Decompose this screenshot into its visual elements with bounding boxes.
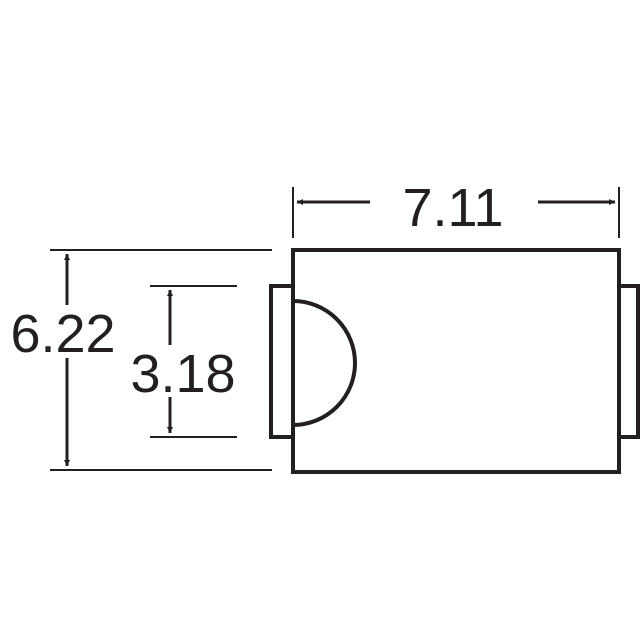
left-terminal: [269, 284, 295, 439]
package-body: [291, 248, 621, 474]
width-dimension-label: 7.11: [402, 178, 503, 238]
polarity-mark: [292, 299, 357, 427]
right-terminal: [617, 284, 640, 439]
terminal-height-dimension-label: 3.18: [130, 344, 235, 404]
height-dimension-label: 6.22: [10, 304, 115, 364]
